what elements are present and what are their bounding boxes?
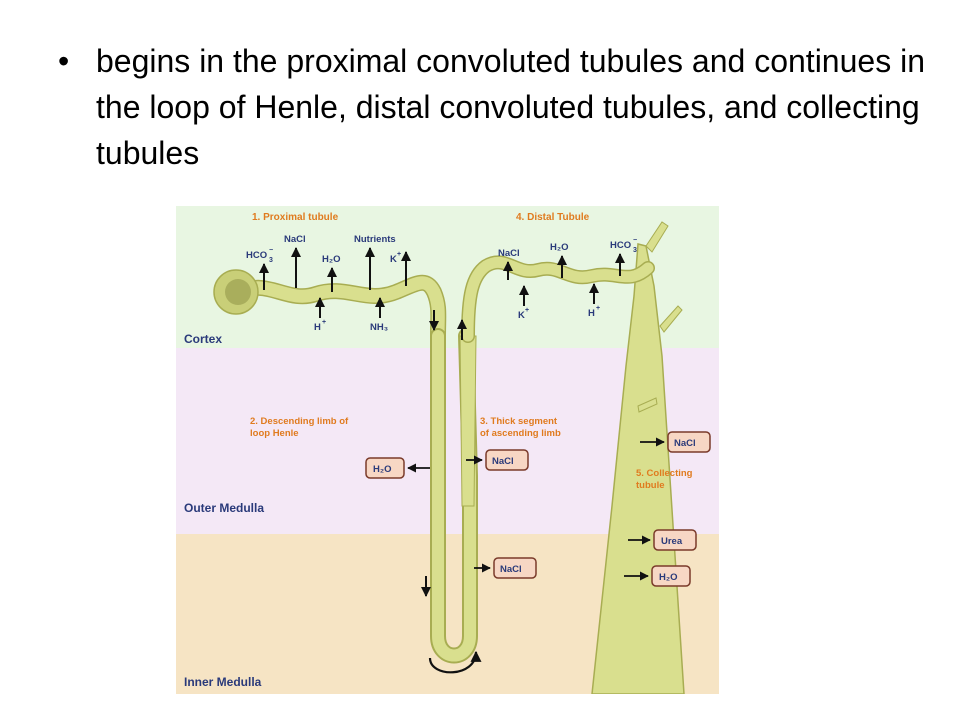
collecting-branch-top (645, 221, 669, 253)
proximal-tubule (231, 276, 445, 343)
distal-tubule (462, 256, 654, 342)
loop-turn-arrow (428, 650, 482, 674)
svg-text:−: − (633, 237, 637, 244)
proximal-h-label: H + (314, 319, 326, 333)
proximal-tubule-title: 1. Proximal tubule (252, 212, 339, 223)
thick-nacl-label: NaCl (492, 456, 514, 467)
thin-nacl-label: NaCl (500, 564, 522, 575)
distal-tubule-title: 4. Distal Tubule (516, 212, 590, 223)
distal-hco3-label: HCO 3 − (610, 237, 637, 254)
svg-text:HCO: HCO (610, 240, 631, 251)
distal-h2o-label: H₂O (550, 242, 568, 253)
thin-nacl-box (493, 557, 537, 579)
glomerulus-core (225, 279, 251, 305)
desc-h2o-box (365, 457, 405, 479)
svg-text:3: 3 (269, 257, 273, 264)
coll-h2o-label: H₂O (659, 572, 677, 583)
thick-segment-title-line2: of ascending limb (480, 428, 561, 439)
descending-limb-title-line2: loop Henle (250, 428, 299, 439)
collecting-tubule-title-line1: 5. Collecting (636, 468, 693, 479)
svg-text:H: H (314, 322, 321, 333)
coll-h2o-box (651, 565, 691, 587)
distal-nacl-label: NaCl (498, 248, 520, 259)
proximal-nh3-label: NH₃ (370, 322, 388, 333)
thick-nacl-box (485, 449, 529, 471)
svg-text:K: K (390, 254, 397, 265)
descending-limb-title-line1: 2. Descending limb of (250, 416, 349, 427)
coll-urea-label: Urea (661, 536, 683, 547)
svg-text:3: 3 (633, 247, 637, 254)
svg-text:HCO: HCO (246, 250, 267, 261)
svg-text:K: K (518, 310, 525, 321)
inner-medulla-label: Inner Medulla (184, 675, 262, 689)
svg-text:+: + (596, 305, 600, 312)
coll-nacl-box (667, 431, 711, 453)
svg-text:+: + (525, 307, 529, 314)
distal-k-label: K + (518, 307, 529, 321)
proximal-h2o-label: H₂O (322, 254, 340, 265)
collecting-tubule-title-line2: tubule (636, 480, 665, 491)
collecting-branch-low (637, 397, 658, 413)
proximal-nutrients-label: Nutrients (354, 234, 396, 245)
svg-text:+: + (322, 319, 326, 326)
desc-h2o-label: H₂O (373, 464, 391, 475)
collecting-branch-mid (659, 305, 683, 333)
thick-segment-title-line1: 3. Thick segment (480, 416, 558, 427)
bullet-text: begins in the proximal convoluted tubule… (96, 43, 925, 171)
nephron-diagram: Cortex Outer Medulla Inner Medulla 1. Pr… (176, 206, 719, 694)
svg-text:H: H (588, 308, 595, 319)
svg-text:+: + (397, 251, 401, 258)
cortex-label: Cortex (184, 332, 222, 346)
proximal-nacl-label: NaCl (284, 234, 306, 245)
coll-nacl-label: NaCl (674, 438, 696, 449)
bullet-marker: • (58, 43, 70, 79)
svg-text:−: − (269, 247, 273, 254)
distal-h-label: H + (588, 305, 600, 319)
loop-of-henle (432, 330, 476, 662)
nephron-diagram-svg: Cortex Outer Medulla Inner Medulla 1. Pr… (176, 206, 719, 694)
coll-urea-box (653, 529, 697, 551)
proximal-hco3-label: HCO 3 − (246, 247, 273, 264)
outer-medulla-label: Outer Medulla (184, 501, 264, 515)
proximal-k-label: K + (390, 251, 401, 265)
thick-ascending-limb (459, 335, 477, 507)
